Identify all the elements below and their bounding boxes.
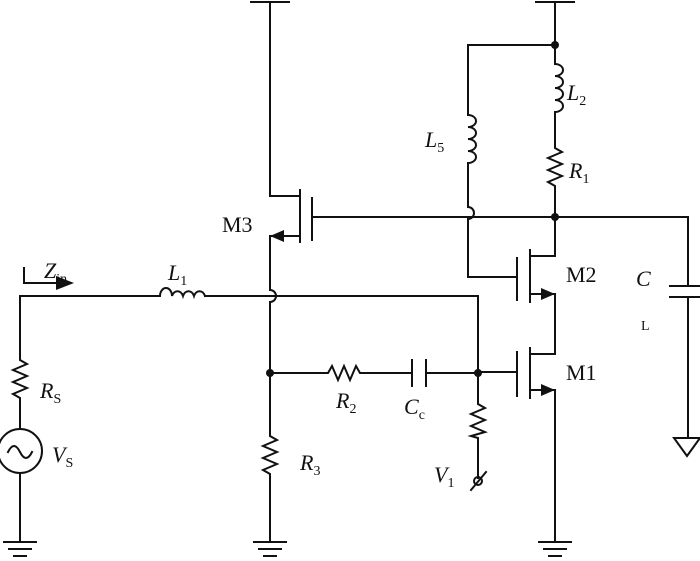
- resistor-r1: [545, 139, 565, 196]
- transistor-m3: [269, 189, 313, 243]
- resistor-r3: [260, 372, 280, 541]
- ground-symbol: [538, 541, 572, 557]
- label-cl-sub: L: [641, 319, 650, 334]
- label-m3: M3: [222, 212, 253, 237]
- junction-dot: [551, 41, 559, 49]
- label-m2: M2: [566, 262, 597, 287]
- label-rs: RS: [39, 378, 61, 407]
- input-wire: [19, 295, 518, 373]
- label-cl: C: [636, 266, 651, 291]
- transistor-m2: [516, 216, 556, 355]
- zin-arrow: [23, 267, 74, 290]
- l5-branch-wire: [466, 44, 556, 278]
- label-r3: R3: [299, 450, 320, 479]
- label-v1: V1: [434, 462, 454, 491]
- voltage-source-vs: [0, 428, 43, 474]
- vdd-rail-right: [535, 1, 575, 46]
- label-zin: Zin: [44, 258, 67, 287]
- bias-terminal-v1: [469, 470, 488, 492]
- capacitor-cc: [411, 359, 427, 387]
- ground-symbol: [253, 541, 287, 557]
- junction-dot: [551, 213, 559, 221]
- resistor-bias: [467, 399, 488, 441]
- resistor-rs: [10, 354, 30, 403]
- label-vs: VS: [52, 442, 73, 471]
- inductor-l2: [553, 62, 564, 114]
- label-l5: L5: [424, 127, 444, 156]
- label-l1: L1: [167, 260, 187, 289]
- junction-dot: [266, 369, 274, 377]
- capacitor-cl: [669, 216, 700, 458]
- inductor-l1: [158, 287, 207, 300]
- transistor-m1: [516, 347, 556, 543]
- label-l2: L2: [566, 80, 586, 109]
- label-r1: R1: [568, 158, 589, 187]
- inductor-l5: [466, 113, 477, 165]
- junction-dot: [474, 369, 482, 377]
- ground-symbol: [3, 541, 37, 557]
- label-r2: R2: [335, 388, 356, 417]
- resistor-r2: [321, 363, 366, 383]
- label-cc: Cc: [404, 394, 425, 423]
- vdd-rail-left: [250, 1, 290, 197]
- label-m1: M1: [566, 360, 597, 385]
